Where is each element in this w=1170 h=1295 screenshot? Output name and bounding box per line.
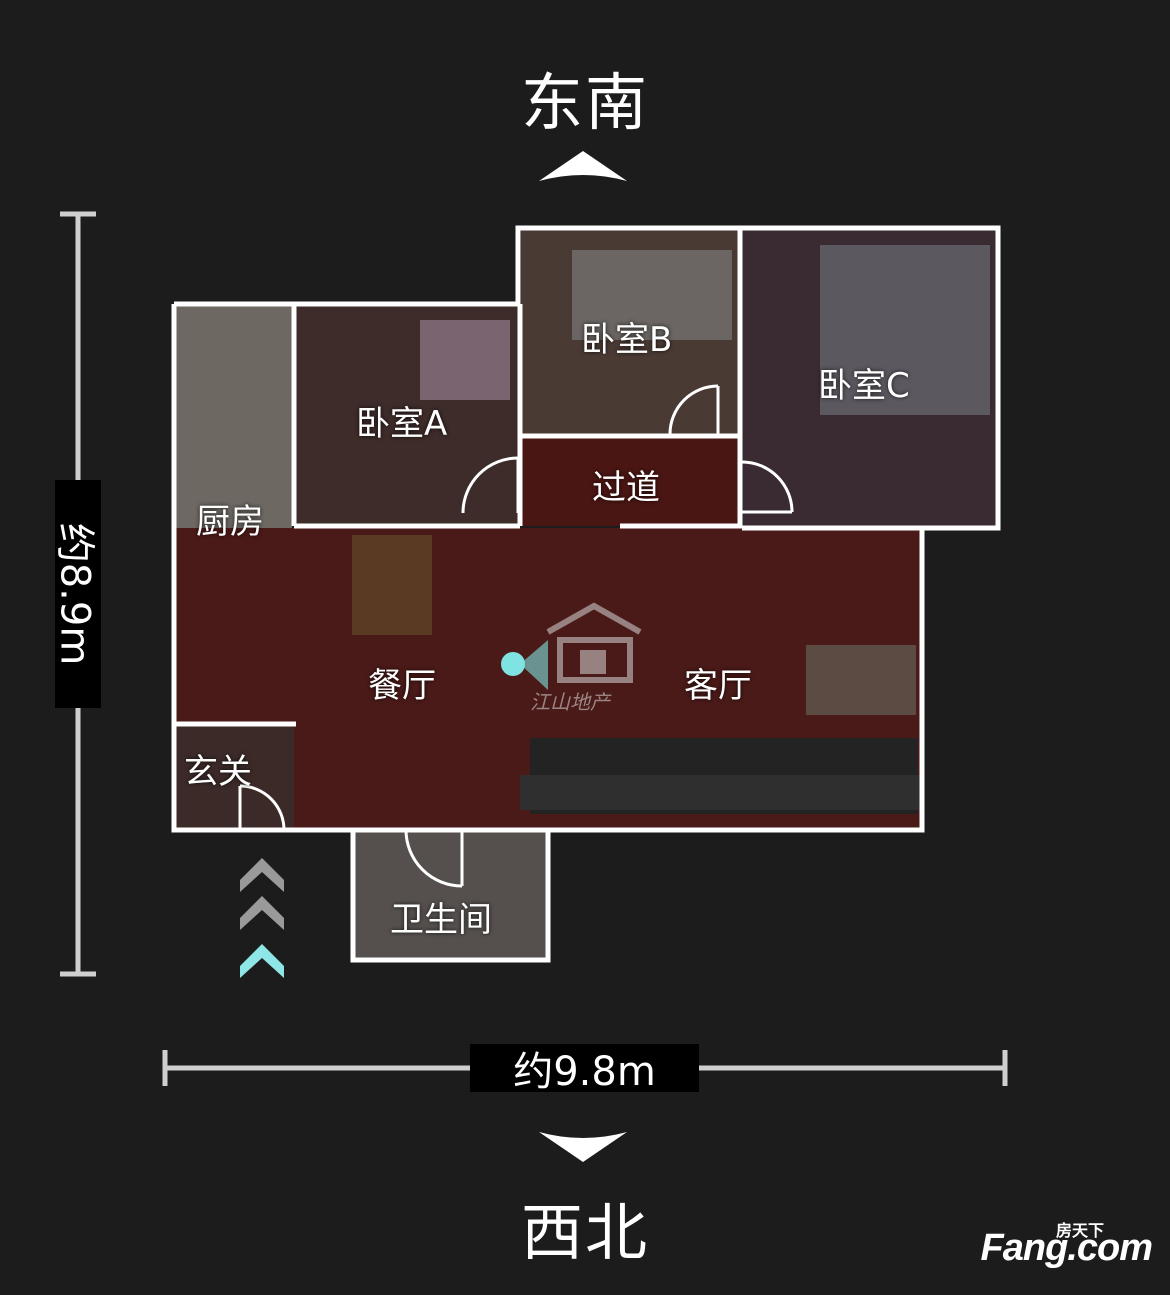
south-arrow-icon[interactable] [535,1128,631,1168]
room-label-corridor[interactable]: 过道 [592,468,660,508]
room-label-bathroom[interactable]: 卫生间 [390,900,492,940]
room-label-entrance[interactable]: 玄关 [184,752,252,792]
height-dimension-label: 约8.9m [51,480,101,708]
walls [171,225,1001,963]
watermark-house-icon [546,602,642,683]
direction-bottom-label: 西北 [520,1196,649,1269]
room-label-kitchen[interactable]: 厨房 [196,502,264,542]
logo-top-text: 房天下 [1055,1221,1104,1240]
entrance-arrows-icon [240,858,284,978]
door-swings [238,384,794,888]
location-marker-icon [501,640,548,690]
room-label-living[interactable]: 客厅 [684,666,752,706]
logo-main-text: Fang.com [980,1227,1153,1269]
room-floors [176,230,996,960]
room-label-bedroom-a[interactable]: 卧室A [356,404,448,444]
watermark-text: 江山地产 [530,690,610,714]
width-dimension-label: 约9.8m [470,1044,699,1095]
north-arrow-icon[interactable] [535,145,631,185]
room-label-dining[interactable]: 餐厅 [368,666,436,706]
room-label-bedroom-c[interactable]: 卧室C [818,366,910,406]
fang-logo: 房天下 Fang.com [972,1217,1153,1277]
direction-top-label: 东南 [520,66,649,139]
room-label-bedroom-b[interactable]: 卧室B [581,320,673,360]
